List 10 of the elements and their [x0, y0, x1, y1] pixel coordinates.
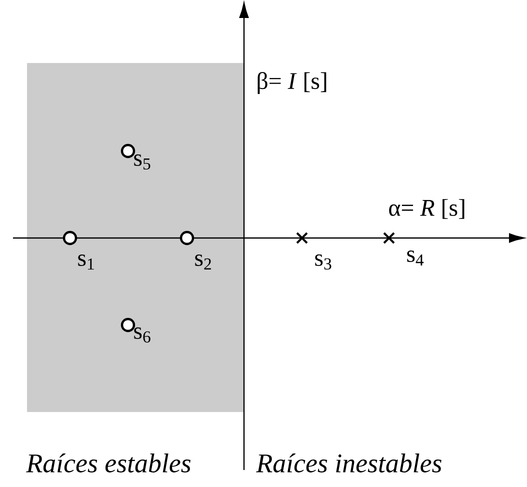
axis-label: s$_{2}$ — [195, 254, 211, 270]
axis-label: β= I [s] — [258, 72, 326, 94]
axis-label: α= R [s] — [389, 199, 464, 219]
axis-label: s$_{6}$ — [134, 327, 150, 343]
axis-label: s$_{1}$ — [78, 254, 94, 270]
axis-label: s$_{4}$ — [407, 250, 424, 266]
axis-label: s$_{3}$ — [315, 254, 332, 270]
axis-label: Raíces inestables — [256, 454, 442, 472]
axis-label: Raíces estables — [26, 454, 190, 472]
axis-label: s$_{5}$ — [134, 154, 150, 170]
